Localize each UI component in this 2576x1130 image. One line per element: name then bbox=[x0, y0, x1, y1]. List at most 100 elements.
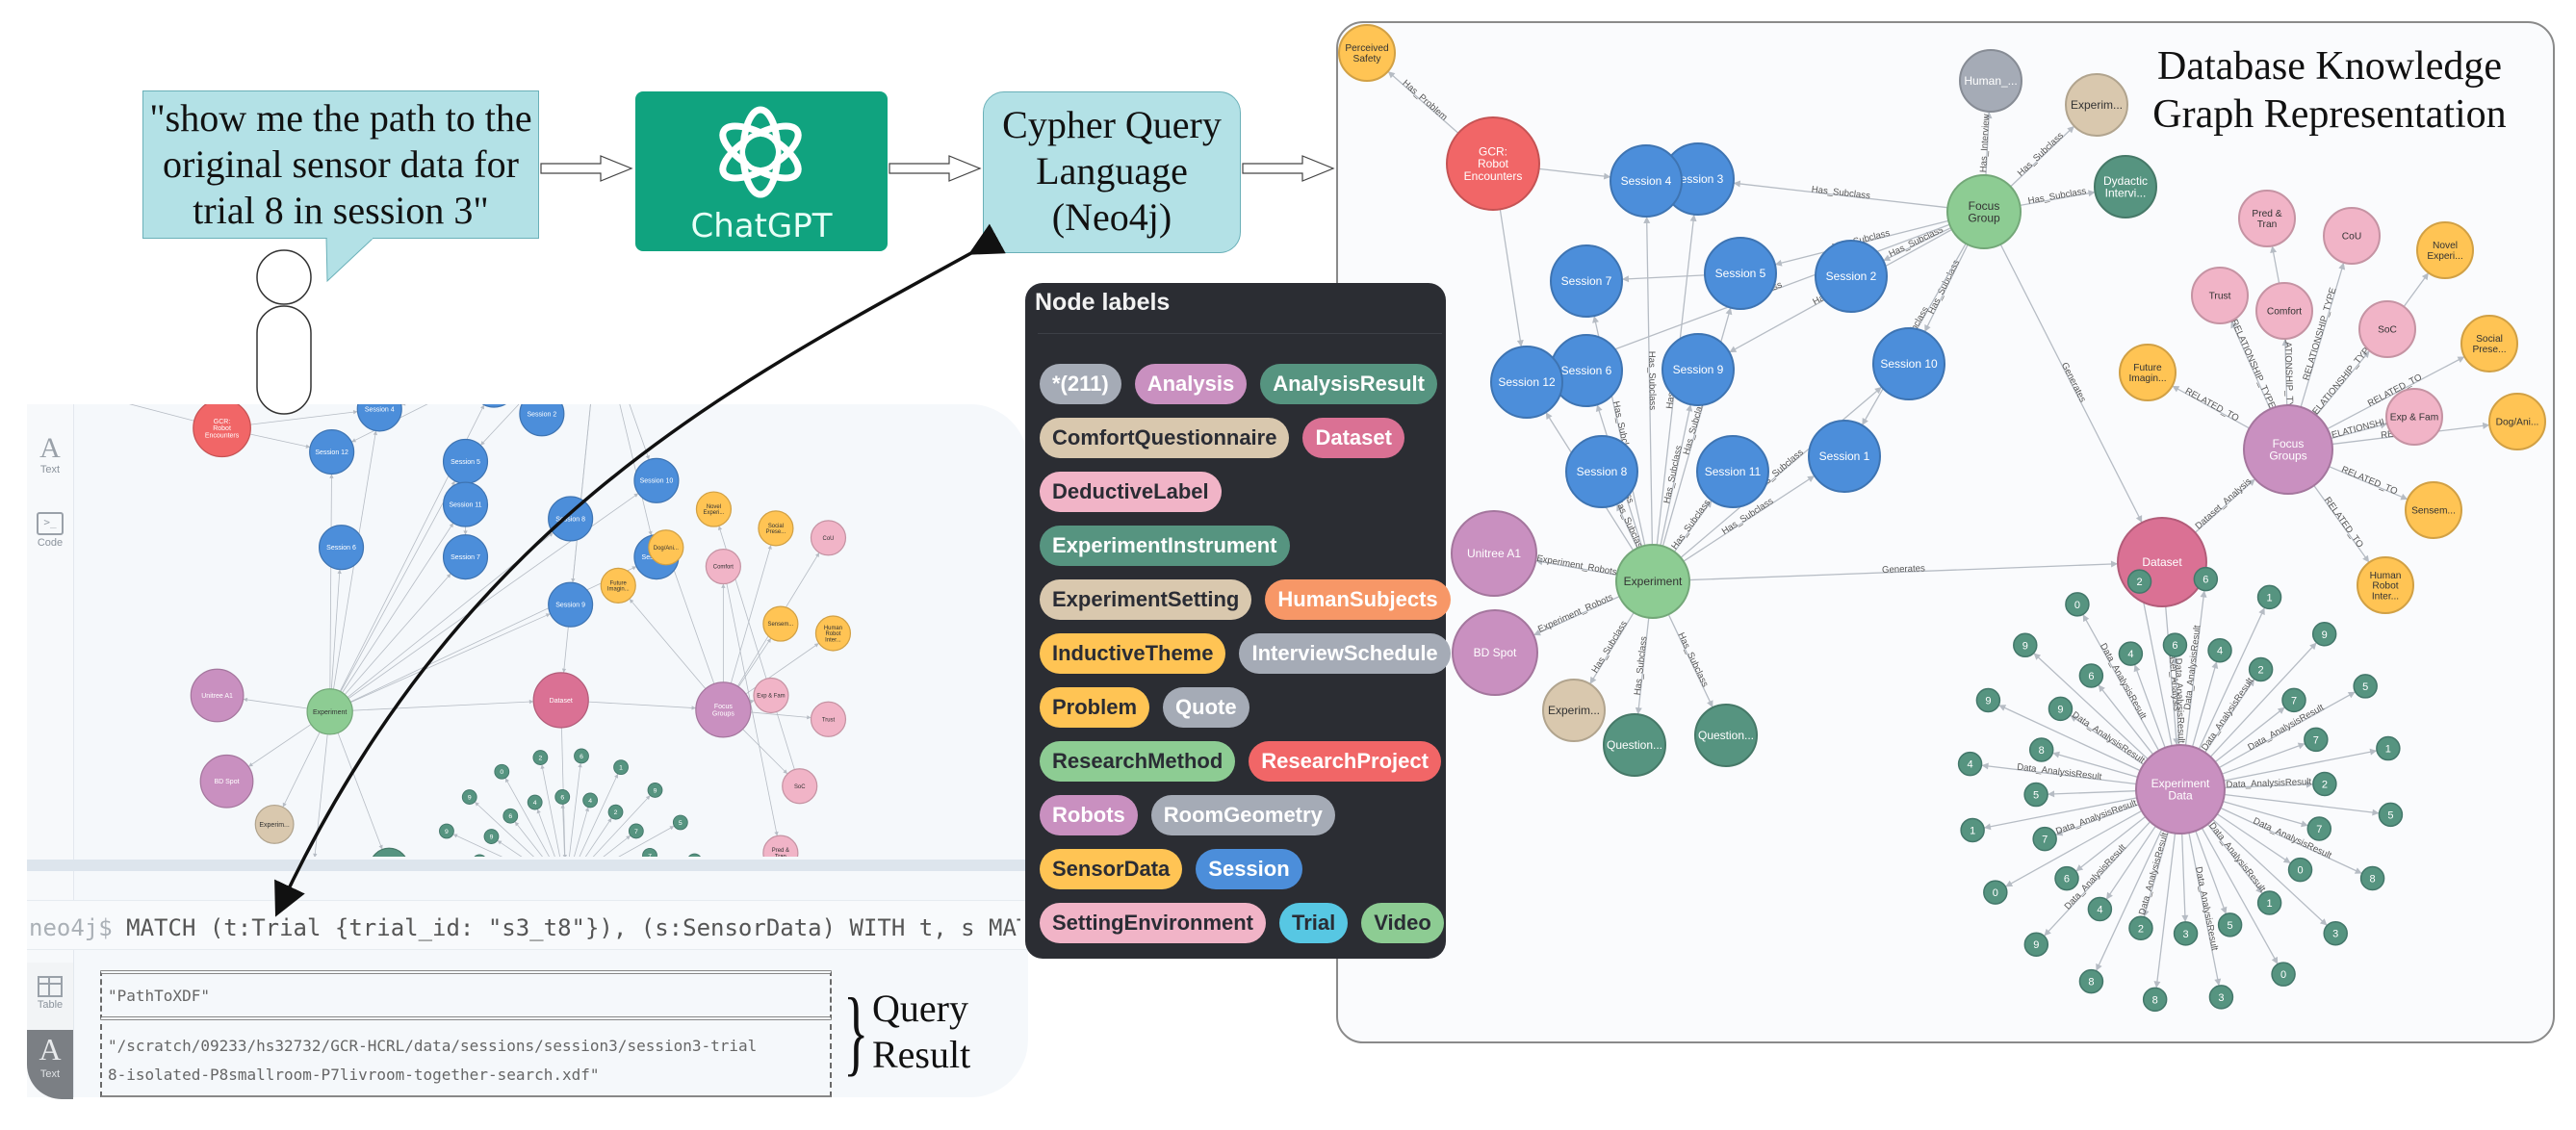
graph-node[interactable]: Human_... bbox=[1959, 49, 2022, 113]
graph-edge[interactable] bbox=[1499, 209, 1523, 347]
graph-node[interactable]: Session 7 bbox=[442, 534, 489, 580]
result-cell[interactable]: "/scratch/09233/hs32732/GCR-HCRL/data/se… bbox=[100, 1024, 832, 1097]
node-circle[interactable] bbox=[1696, 435, 1769, 508]
knowledge-graph-view[interactable]: Has_ProblemTypeHas_SubclassHas_SubclassH… bbox=[1336, 21, 2555, 1043]
graph-node[interactable]: FutureImagin... bbox=[2119, 344, 2177, 401]
node-circle[interactable] bbox=[2078, 968, 2104, 994]
analysis-result-node[interactable]: 1 bbox=[2256, 890, 2282, 915]
analysis-result-node[interactable]: 1 bbox=[2376, 735, 2401, 761]
graph-edge[interactable] bbox=[2010, 125, 2075, 188]
node-circle[interactable] bbox=[2323, 207, 2381, 265]
node-circle[interactable] bbox=[687, 853, 702, 857]
analysis-result-node[interactable]: 2 bbox=[2248, 656, 2274, 682]
node-circle[interactable] bbox=[1960, 817, 1985, 843]
node-circle[interactable] bbox=[1446, 116, 1540, 211]
graph-node[interactable]: Session 7 bbox=[1550, 244, 1623, 318]
node-circle[interactable] bbox=[2460, 315, 2518, 372]
analysis-result-node[interactable]: 6 bbox=[574, 748, 589, 764]
node-circle[interactable] bbox=[2217, 912, 2243, 937]
graph-node[interactable]: HumanRobotInter... bbox=[2357, 556, 2414, 614]
node-label-chip[interactable]: SettingEnvironment bbox=[1040, 903, 1267, 943]
analysis-result-node[interactable]: 3 bbox=[2173, 921, 2199, 946]
graph-node[interactable]: Comfort bbox=[2255, 282, 2313, 340]
node-circle[interactable] bbox=[2065, 73, 2128, 137]
analysis-result-node[interactable]: 2 bbox=[2126, 569, 2152, 594]
graph-edge[interactable] bbox=[340, 480, 455, 692]
graph-node[interactable]: Session 9 bbox=[1662, 333, 1735, 406]
graph-edge[interactable] bbox=[1923, 244, 1969, 333]
node-label-chip[interactable]: Problem bbox=[1040, 687, 1150, 728]
graph-edge[interactable] bbox=[1673, 500, 1713, 552]
node-label-chip[interactable]: ResearchMethod bbox=[1040, 741, 1236, 782]
graph-node[interactable]: Experiment bbox=[306, 688, 353, 735]
graph-edge[interactable] bbox=[606, 404, 650, 460]
node-circle[interactable] bbox=[2142, 987, 2168, 1013]
node-circle[interactable] bbox=[199, 754, 254, 809]
graph-edge[interactable] bbox=[2194, 478, 2256, 533]
graph-edge[interactable] bbox=[2095, 829, 2163, 971]
node-label-chip[interactable]: RoomGeometry bbox=[1150, 795, 1335, 835]
graph-edge[interactable] bbox=[1387, 70, 1459, 134]
graph-node[interactable]: Experim... bbox=[2065, 73, 2128, 137]
node-label-chip[interactable]: Video bbox=[1361, 903, 1444, 943]
graph-edge[interactable] bbox=[2230, 321, 2271, 410]
node-circle[interactable] bbox=[1975, 687, 2001, 713]
node-circle[interactable] bbox=[2087, 896, 2113, 922]
graph-node[interactable]: Session 8 bbox=[1565, 435, 1638, 508]
node-circle[interactable] bbox=[1490, 346, 1563, 419]
graph-edge[interactable] bbox=[2403, 272, 2430, 307]
graph-edge[interactable] bbox=[1645, 216, 1654, 546]
analysis-result-node[interactable]: 5 bbox=[2353, 674, 2378, 699]
node-circle[interactable] bbox=[1610, 144, 1683, 218]
node-circle[interactable] bbox=[370, 847, 408, 857]
graph-node[interactable]: Trust bbox=[810, 701, 847, 737]
graph-node[interactable]: Unitree A1 bbox=[1451, 510, 1537, 597]
graph-edge[interactable] bbox=[2216, 813, 2291, 864]
graph-node[interactable]: Session 3 bbox=[472, 404, 516, 408]
cypher-command[interactable]: neo4j$ MATCH (t:Trial {trial_id: "s3_t8"… bbox=[29, 914, 1020, 941]
graph-node[interactable]: HumanRobotInter... bbox=[814, 615, 852, 652]
node-circle[interactable] bbox=[2359, 865, 2385, 891]
graph-edge[interactable] bbox=[1538, 167, 1611, 178]
graph-node[interactable]: Session 1 bbox=[1808, 420, 1881, 493]
node-circle[interactable] bbox=[1603, 713, 1666, 777]
sidebar-text-button[interactable]: A Text bbox=[27, 433, 73, 476]
node-circle[interactable] bbox=[1946, 174, 2022, 249]
node-circle[interactable] bbox=[2191, 267, 2249, 324]
analysis-result-node[interactable]: 2 bbox=[2312, 771, 2337, 797]
analysis-result-node[interactable]: 4 bbox=[582, 792, 599, 809]
graph-edge[interactable] bbox=[2327, 355, 2465, 430]
graph-edge[interactable] bbox=[314, 733, 328, 857]
graph-edge[interactable] bbox=[1733, 182, 1948, 209]
node-circle[interactable] bbox=[2271, 962, 2296, 987]
graph-edge[interactable] bbox=[2201, 827, 2279, 965]
analysis-result-node[interactable]: 4 bbox=[527, 794, 543, 810]
analysis-result-node[interactable]: 0 bbox=[2287, 857, 2313, 883]
graph-node[interactable]: Unitree A1 bbox=[190, 668, 245, 723]
graph-edge[interactable] bbox=[2070, 714, 2145, 765]
node-circle[interactable] bbox=[2173, 921, 2199, 946]
graph-edge[interactable] bbox=[1998, 704, 2141, 772]
node-label-chip[interactable]: Analysis bbox=[1134, 364, 1248, 404]
graph-edge[interactable] bbox=[541, 764, 561, 857]
graph-node[interactable]: Trust bbox=[2191, 267, 2249, 324]
node-circle[interactable] bbox=[2065, 592, 2090, 617]
graph-edge[interactable] bbox=[2105, 825, 2156, 900]
graph-edge[interactable] bbox=[1981, 764, 2137, 785]
graph-edge[interactable] bbox=[1660, 404, 1691, 546]
graph-node[interactable]: CoU bbox=[810, 520, 847, 556]
node-circle[interactable] bbox=[1662, 333, 1735, 406]
graph-node[interactable]: DydacticIntervi... bbox=[2094, 155, 2157, 218]
node-circle[interactable] bbox=[2243, 404, 2333, 495]
analysis-result-node[interactable]: 8 bbox=[2078, 968, 2104, 994]
analysis-result-node[interactable]: 9 bbox=[2048, 696, 2074, 722]
graph-edge[interactable] bbox=[1533, 596, 1620, 636]
graph-edge[interactable] bbox=[1616, 503, 1638, 549]
analysis-result-node[interactable]: 7 bbox=[642, 847, 657, 857]
analysis-result-node[interactable]: 3 bbox=[2323, 920, 2348, 946]
node-circle[interactable] bbox=[1565, 435, 1638, 508]
graph-edge[interactable] bbox=[2033, 652, 2149, 760]
graph-edge[interactable] bbox=[243, 698, 308, 709]
graph-node[interactable]: Sensem... bbox=[2405, 481, 2462, 539]
